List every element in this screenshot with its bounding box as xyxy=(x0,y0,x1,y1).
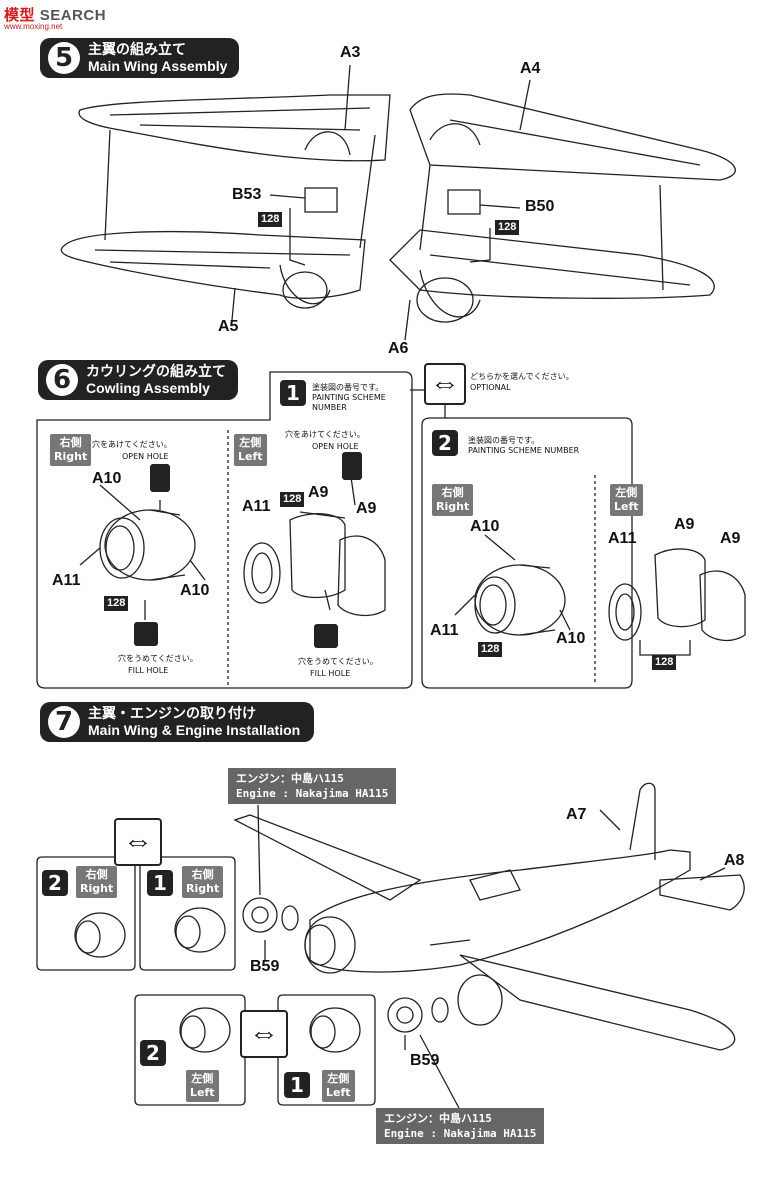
part-label-a10-r2b: A10 xyxy=(556,630,586,647)
part-label-a11-r2: A11 xyxy=(430,622,459,639)
optional-note-jp: どちらかを選んでください。 xyxy=(470,372,574,381)
part-label-a10-r1: A10 xyxy=(92,470,122,487)
part-label-a6: A6 xyxy=(388,340,409,357)
drill-icon-2 xyxy=(342,452,362,480)
part-label-a11-r1: A11 xyxy=(52,572,81,589)
cowling-left-1 xyxy=(243,469,386,617)
part-label-a10-r2: A10 xyxy=(470,518,500,535)
engine-upper xyxy=(242,804,299,960)
step-7-number: 7 xyxy=(48,706,80,738)
open-hole-jp-2: 穴をあけてください。 xyxy=(285,430,365,439)
step-6-header: 6 カウリングの組み立て Cowling Assembly xyxy=(38,360,238,400)
wing-a5-lower-left xyxy=(60,230,366,309)
part-label-a8: A8 xyxy=(724,852,745,869)
fill-hole-icon-2 xyxy=(314,624,338,648)
part-label-a9-l2a: A9 xyxy=(674,516,695,533)
fill-hole-jp-2: 穴をうめてください。 xyxy=(298,657,378,666)
step-7-header: 7 主翼・エンジンの取り付け Main Wing & Engine Instal… xyxy=(40,702,315,742)
optional-arrow-icon-upper: ⇔ xyxy=(114,818,162,866)
optional-arrow-icon-lower: ⇔ xyxy=(240,1010,288,1058)
step-5-title-en: Main Wing Assembly xyxy=(88,58,228,74)
paint-code-128-r2: 128 xyxy=(478,642,503,657)
open-hole-en-1: OPEN HOLE xyxy=(122,452,169,461)
paint-code-128-left: 128 xyxy=(258,212,283,227)
open-hole-jp-1: 穴をあけてください。 xyxy=(92,440,172,449)
step-5-header: 5 主翼の組み立て Main Wing Assembly xyxy=(40,38,240,78)
scheme-2-note-en: PAINTING SCHEME NUMBER xyxy=(468,446,580,455)
paint-code-128-l1: 128 xyxy=(280,492,305,507)
scheme-2-note-jp: 塗装図の番号です。 xyxy=(468,436,540,445)
fill-hole-icon-1 xyxy=(134,622,158,646)
optional-note-en: OPTIONAL xyxy=(470,383,511,392)
scheme-1-note-en2: NUMBER xyxy=(312,403,347,412)
scheme-2-badge: 2 xyxy=(432,430,458,456)
part-label-a9-l1b: A9 xyxy=(356,500,377,517)
scheme-1-badge: 1 xyxy=(280,380,306,406)
cowling-right-2 xyxy=(454,534,571,636)
part-label-a11-l1: A11 xyxy=(242,498,271,515)
fill-hole-jp-1: 穴をうめてください。 xyxy=(118,654,198,663)
cowling-right-1 xyxy=(79,484,206,620)
part-label-b53: B53 xyxy=(232,186,262,203)
fill-hole-en-1: FILL HOLE xyxy=(128,666,169,675)
cowling-left-2 xyxy=(608,548,746,656)
part-label-a11-l2: A11 xyxy=(608,530,637,547)
step-6-title-en: Cowling Assembly xyxy=(86,380,210,396)
open-hole-en-2: OPEN HOLE xyxy=(312,442,359,451)
step-7-title-jp: 主翼・エンジンの取り付け xyxy=(88,706,256,722)
aircraft-fuselage xyxy=(233,782,745,1051)
fill-hole-en-2: FILL HOLE xyxy=(310,669,351,678)
part-label-a10-r1b: A10 xyxy=(180,582,210,599)
paint-code-128-right: 128 xyxy=(495,220,520,235)
step-5-number: 5 xyxy=(48,42,80,74)
engine-lower xyxy=(387,997,461,1111)
part-label-a9-l1a: A9 xyxy=(308,484,329,501)
watermark-url: www.moxing.net xyxy=(4,22,63,31)
part-label-a5: A5 xyxy=(218,318,239,335)
scheme-2-badge-upper: 2 xyxy=(42,870,68,896)
part-label-a7: A7 xyxy=(566,806,587,823)
scheme-1-note-jp: 塗装図の番号です。 xyxy=(312,383,384,392)
part-label-b59-lower: B59 xyxy=(410,1052,440,1069)
scheme-1-badge-upper: 1 xyxy=(147,870,173,896)
part-label-a4: A4 xyxy=(520,60,541,77)
part-label-a3: A3 xyxy=(340,44,361,61)
drill-icon-1 xyxy=(150,464,170,492)
paint-code-128-r1: 128 xyxy=(104,596,129,611)
wing-a4-upper-right xyxy=(409,93,736,181)
scheme-1-badge-lower: 1 xyxy=(284,1072,310,1098)
step-5-title-jp: 主翼の組み立て xyxy=(88,42,186,58)
scheme-2-badge-lower: 2 xyxy=(140,1040,166,1066)
step-6-title-jp: カウリングの組み立て xyxy=(86,364,226,380)
watermark-logo: 模型 SEARCH xyxy=(4,7,107,24)
scheme-1-note-en1: PAINTING SCHEME xyxy=(312,393,386,402)
optional-arrow-icon: ⇔ xyxy=(424,363,466,405)
wing-a6-lower-right xyxy=(389,229,715,323)
step-7-title-en: Main Wing & Engine Installation xyxy=(88,722,301,738)
step-6-number: 6 xyxy=(46,364,78,396)
part-label-b50: B50 xyxy=(525,198,555,215)
paint-code-128-l2: 128 xyxy=(652,655,677,670)
part-label-b59-upper: B59 xyxy=(250,958,280,975)
part-label-a9-l2b: A9 xyxy=(720,530,741,547)
wing-a3-upper-left xyxy=(78,94,391,162)
